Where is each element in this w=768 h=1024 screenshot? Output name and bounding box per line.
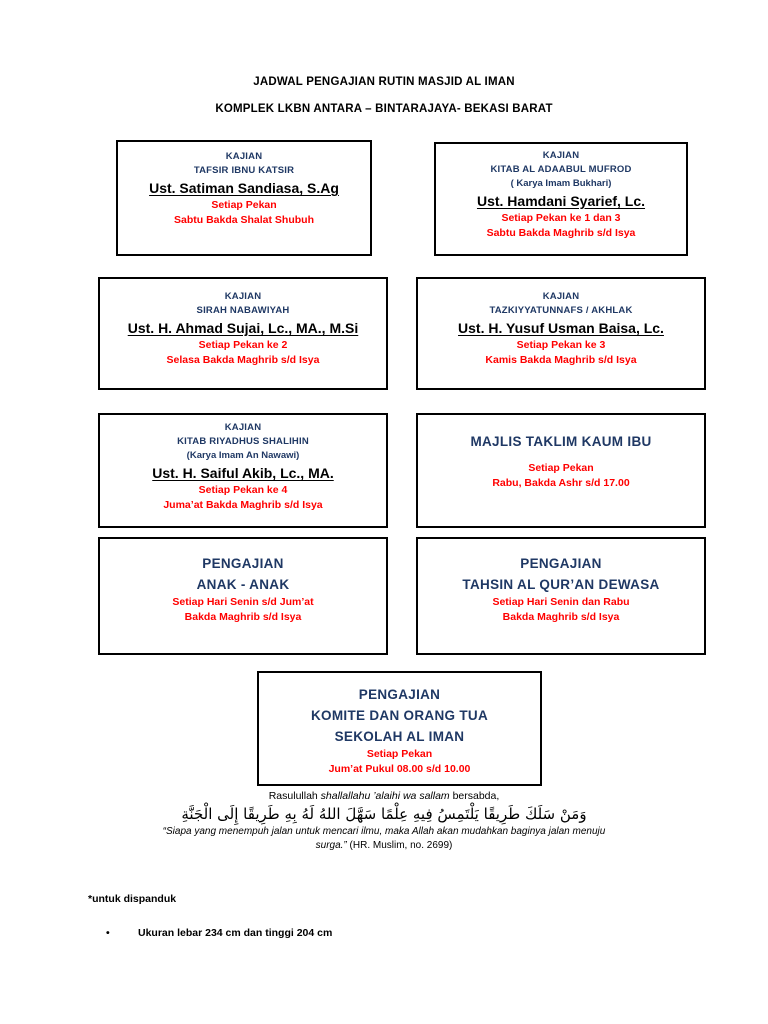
kajian-detail-frequency: Setiap Pekan ke 4 — [198, 484, 288, 496]
program-detail-frequency: Setiap Pekan — [366, 748, 433, 760]
kajian-detail-time: Kamis Bakda Maghrib s/d Isya — [485, 354, 637, 366]
kajian-detail-time: Juma’at Bakda Maghrib s/d Isya — [163, 499, 323, 511]
kajian-label: KAJIAN — [225, 151, 263, 162]
hadith-intro-prefix: Rasulullah — [268, 790, 321, 802]
program-heading-line-2: KOMITE DAN ORANG TUA — [311, 708, 488, 723]
hadith-translation-line-1: “Siapa yang menempuh jalan untuk mencari… — [162, 826, 606, 837]
program-heading-line-1: PENGAJIAN — [358, 687, 441, 702]
kajian-ustadz: Ust. H. Ahmad Sujai, Lc., MA., M.Si — [127, 320, 359, 336]
kajian-ustadz: Ust. H. Saiful Akib, Lc., MA. — [152, 465, 334, 481]
page-title-line-1: JADWAL PENGAJIAN RUTIN MASJID AL IMAN — [253, 76, 515, 88]
hadith-source: (HR. Muslim, no. 2699) — [346, 840, 453, 851]
hadith-intro-italic: shallallahu ’alaihi wa sallam — [320, 790, 450, 802]
program-detail-frequency: Setiap Hari Senin s/d Jum’at — [172, 596, 314, 608]
notes-list-item-label: Ukuran lebar 234 cm dan tinggi 204 cm — [138, 927, 333, 939]
program-detail-time: Rabu, Bakda Ashr s/d 17.00 — [492, 477, 630, 489]
schedule-card-pengajian-komite-dan-orang-tua: PENGAJIAN KOMITE DAN ORANG TUA SEKOLAH A… — [257, 671, 542, 786]
heading-spacer — [418, 452, 704, 461]
hadith-translation-line-2: surga.” (HR. Muslim, no. 2699) — [60, 839, 708, 853]
schedule-card-majlis-taklim-kaum-ibu: MAJLIS TAKLIM KAUM IBU Setiap Pekan Rabu… — [416, 413, 706, 528]
kajian-detail-time: Sabtu Bakda Shalat Shubuh — [173, 214, 315, 226]
program-detail-frequency: Setiap Pekan — [528, 462, 594, 474]
hadith-arabic-text: وَمَنْ سَلَكَ طَرِيقًا يَلْتَمِسُ فِيهِ … — [181, 805, 587, 823]
schedule-card-pengajian-anak-anak: PENGAJIAN ANAK - ANAK Setiap Hari Senin … — [98, 537, 388, 655]
schedule-card-pengajian-tahsin-al-quran-dewasa: PENGAJIAN TAHSIN AL QUR’AN DEWASA Setiap… — [416, 537, 706, 655]
schedule-card-tazkiyyatunnafs-akhlak: KAJIAN TAZKIYYATUNNAFS / AKHLAK Ust. H. … — [416, 277, 706, 390]
kajian-detail-frequency: Setiap Pekan — [211, 199, 277, 211]
kajian-detail-frequency: Setiap Pekan ke 1 dan 3 — [501, 212, 621, 224]
kajian-topic: TAZKIYYATUNNAFS / AKHLAK — [489, 305, 633, 316]
kajian-topic: SIRAH NABAWIYAH — [196, 305, 290, 316]
kajian-topic: KITAB RIYADHUS SHALIHIN — [177, 436, 309, 447]
notes-list-item: • Ukuran lebar 234 cm dan tinggi 204 cm — [106, 927, 332, 939]
schedule-card-kitab-riyadhus-shalihin: KAJIAN KITAB RIYADHUS SHALIHIN (Karya Im… — [98, 413, 388, 528]
program-heading-line-2: TAHSIN AL QUR’AN DEWASA — [462, 577, 660, 592]
notes-heading: *untuk dispanduk — [88, 893, 177, 905]
bullet-marker-icon: • — [106, 927, 110, 939]
program-detail-frequency: Setiap Hari Senin dan Rabu — [492, 596, 630, 608]
kajian-subtopic: (Karya Imam An Nawawi) — [186, 450, 300, 461]
page-title-line-2: KOMPLEK LKBN ANTARA – BINTARAJAYA- BEKAS… — [215, 103, 553, 115]
program-heading-line-1: PENGAJIAN — [202, 556, 284, 571]
hadith-translation-tail: surga.” — [315, 840, 347, 851]
kajian-subtopic: ( Karya Imam Bukhari) — [510, 178, 612, 189]
kajian-label: KAJIAN — [542, 291, 580, 302]
kajian-label: KAJIAN — [224, 422, 262, 433]
program-heading-line-3: SEKOLAH AL IMAN — [334, 729, 465, 744]
kajian-topic: TAFSIR IBNU KATSIR — [193, 165, 295, 176]
kajian-label: KAJIAN — [224, 291, 262, 302]
program-heading-line-2: ANAK - ANAK — [196, 577, 290, 592]
program-detail-time: Bakda Maghrib s/d Isya — [184, 611, 302, 623]
kajian-detail-frequency: Setiap Pekan ke 2 — [198, 339, 288, 351]
schedule-card-kitab-al-adaabul-mufrod: KAJIAN KITAB AL ADAABUL MUFROD ( Karya I… — [434, 142, 688, 256]
schedule-card-tafsir-ibnu-katsir: KAJIAN TAFSIR IBNU KATSIR Ust. Satiman S… — [116, 140, 372, 256]
kajian-detail-time: Sabtu Bakda Maghrib s/d Isya — [486, 227, 636, 239]
hadith-block: Rasulullah shallallahu ’alaihi wa sallam… — [60, 789, 708, 853]
program-detail-time: Jum’at Pukul 08.00 s/d 10.00 — [328, 763, 471, 775]
program-detail-time: Bakda Maghrib s/d Isya — [502, 611, 620, 623]
hadith-intro: Rasulullah shallallahu ’alaihi wa sallam… — [60, 789, 708, 803]
kajian-detail-time: Selasa Bakda Maghrib s/d Isya — [166, 354, 320, 366]
kajian-ustadz: Ust. Hamdani Syarief, Lc. — [476, 193, 646, 209]
hadith-intro-suffix: bersabda, — [449, 790, 500, 802]
kajian-label: KAJIAN — [542, 150, 580, 161]
program-heading-line-1: PENGAJIAN — [520, 556, 602, 571]
kajian-detail-frequency: Setiap Pekan ke 3 — [516, 339, 606, 351]
kajian-topic: KITAB AL ADAABUL MUFROD — [490, 164, 632, 175]
kajian-ustadz: Ust. Satiman Sandiasa, S.Ag — [149, 180, 339, 196]
schedule-card-sirah-nabawiyah: KAJIAN SIRAH NABAWIYAH Ust. H. Ahmad Suj… — [98, 277, 388, 390]
program-heading-line-1: MAJLIS TAKLIM KAUM IBU — [470, 434, 652, 449]
kajian-ustadz: Ust. H. Yusuf Usman Baisa, Lc. — [458, 320, 664, 336]
